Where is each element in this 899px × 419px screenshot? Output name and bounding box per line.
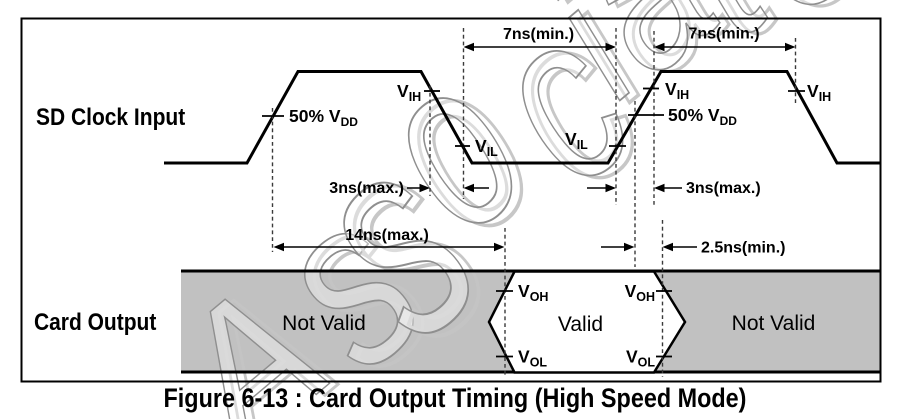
svg-text:3ns(max.): 3ns(max.) xyxy=(686,180,761,197)
svg-text:7ns(min.): 7ns(min.) xyxy=(688,26,759,43)
svg-text:2.5ns(min.): 2.5ns(min.) xyxy=(701,240,785,257)
svg-text:Not Valid: Not Valid xyxy=(282,312,366,335)
svg-text:Card Output: Card Output xyxy=(34,309,157,336)
svg-text:14ns(max.): 14ns(max.) xyxy=(345,227,429,244)
svg-text:7ns(min.): 7ns(min.) xyxy=(503,26,574,43)
svg-text:3ns(max.): 3ns(max.) xyxy=(329,180,404,197)
svg-text:Figure 6-13 : Card Output Timi: Figure 6-13 : Card Output Timing (High S… xyxy=(164,384,747,414)
svg-text:Not Valid: Not Valid xyxy=(732,312,816,335)
svg-text:Valid: Valid xyxy=(558,313,603,336)
svg-text:SD Clock Input: SD Clock Input xyxy=(36,104,186,131)
